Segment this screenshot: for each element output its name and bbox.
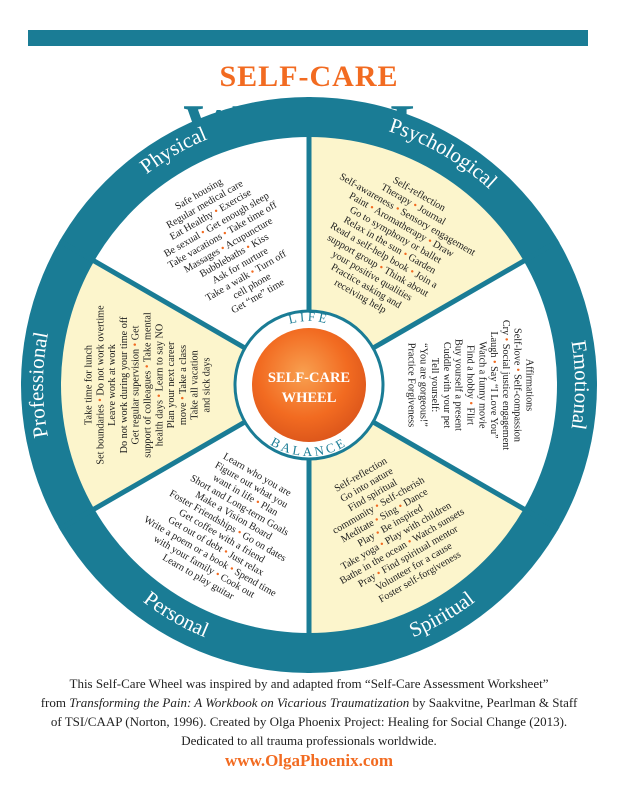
- footer-book-title: Transforming the Pain: A Workbook on Vic…: [69, 695, 410, 710]
- bullet-separator: •: [393, 204, 402, 215]
- bullet-separator: •: [244, 242, 253, 253]
- footer-line-2-post: by Saakvitne, Pearlman & Staff: [409, 695, 578, 710]
- sector-item-line: Self-love • Self-compassion: [512, 328, 523, 442]
- bullet-separator: •: [375, 568, 384, 579]
- title-self-care: SELF-CARE: [219, 60, 399, 93]
- bullet-separator: •: [253, 497, 262, 508]
- footer-line-3: of TSI/CAAP (Norton, 1996). Created by O…: [50, 714, 568, 729]
- sector-item-line: Cuddle with your pet: [441, 342, 452, 428]
- sector-divider: [58, 238, 247, 351]
- bullet-separator: •: [199, 227, 208, 238]
- bullet-separator: •: [154, 394, 165, 398]
- bullet-separator: •: [212, 206, 221, 217]
- sector-psychological: [309, 137, 524, 385]
- sector-professional: [61, 261, 309, 509]
- bullet-separator: •: [367, 202, 376, 213]
- bullet-separator: •: [373, 501, 382, 512]
- bullet-separator: •: [425, 236, 434, 247]
- bullet-separator: •: [373, 515, 382, 526]
- sector-item-line: Get regular supervision • Get: [131, 325, 142, 444]
- sector-emotional: [309, 261, 557, 509]
- sector-item-line: and sick days: [202, 358, 213, 413]
- center-core: [252, 328, 366, 442]
- sector-item-line: Watch a funny movie: [476, 341, 487, 429]
- sector-item-line: health days • Learn to say NO: [154, 324, 165, 446]
- footer-line-1: This Self-Care Wheel was inspired by and…: [69, 676, 549, 691]
- bullet-separator: •: [406, 536, 415, 547]
- bullet-separator: •: [512, 368, 523, 372]
- bullet-separator: •: [374, 528, 383, 539]
- bullet-separator: •: [397, 501, 406, 512]
- bullet-separator: •: [221, 228, 230, 239]
- footer-credit: This Self-Care Wheel was inspired by and…: [30, 674, 588, 750]
- sector-divider: [371, 419, 560, 532]
- bullet-separator: •: [143, 365, 154, 369]
- sector-item-line: move • Take a class: [178, 345, 189, 425]
- sector-item-line: Do not work during your time off: [119, 316, 130, 453]
- bullet-separator: •: [465, 401, 476, 405]
- bullet-separator: •: [221, 547, 230, 558]
- bullet-separator: •: [131, 343, 142, 347]
- sector-item-line: Leave work at work: [107, 343, 118, 426]
- sector-item-line: Take all vacation: [190, 350, 201, 419]
- sector-item-line: Cry • Social justice engagement: [500, 320, 511, 450]
- footer-line-2: from Transforming the Pain: A Workbook o…: [30, 693, 588, 712]
- sector-item-line: support of colleagues • Take mental: [143, 312, 154, 458]
- sector-item-line: “You are gorgeous!”: [417, 343, 428, 427]
- sector-item-line: Plan your next career: [166, 341, 177, 428]
- bullet-separator: •: [401, 249, 410, 260]
- sector-item-line: Buy yourself a present: [453, 339, 464, 431]
- sector-personal: [94, 385, 309, 633]
- sector-item-line: Affirmations: [524, 359, 535, 411]
- sector-divider: [58, 419, 247, 532]
- website-link[interactable]: www.OlgaPhoenix.com: [224, 751, 394, 770]
- bullet-separator: •: [378, 539, 387, 550]
- sector-item-line: Set boundaries • Do not work overtime: [95, 305, 106, 465]
- sector-divider: [371, 238, 560, 351]
- footer-line-2-pre: from: [40, 695, 70, 710]
- bullet-separator: •: [488, 360, 499, 364]
- center-title-line-1: SELF-CARE: [268, 370, 350, 386]
- sector-item-line: Take time for lunch: [84, 345, 95, 425]
- bullet-separator: •: [411, 200, 420, 211]
- sector-label-emotional: Emotional: [566, 339, 594, 432]
- bullet-separator: •: [235, 527, 244, 538]
- bullet-separator: •: [219, 243, 228, 254]
- sector-physical: [94, 137, 309, 385]
- sector-item-line: Find a hobby • Flirt: [465, 345, 476, 425]
- sector-item-line: Laugh • Say “I Love You”: [488, 331, 499, 439]
- sector-item-line: Tell yourself:: [429, 358, 440, 412]
- bullet-separator: •: [500, 338, 511, 342]
- top-banner-bar: [28, 30, 588, 46]
- bullet-separator: •: [213, 569, 222, 580]
- bullet-separator: •: [227, 564, 236, 575]
- bullet-separator: •: [249, 267, 258, 278]
- bullet-separator: •: [407, 266, 416, 277]
- bullet-separator: •: [377, 262, 386, 273]
- bullet-separator: •: [95, 398, 106, 402]
- sector-item-line: Practice Forgiveness: [406, 343, 417, 427]
- bullet-separator: •: [178, 396, 189, 400]
- center-title-line-2: WHEEL: [282, 390, 337, 406]
- sector-spiritual: [309, 385, 524, 633]
- footer-line-4: Dedicated to all trauma professionals wo…: [181, 733, 437, 748]
